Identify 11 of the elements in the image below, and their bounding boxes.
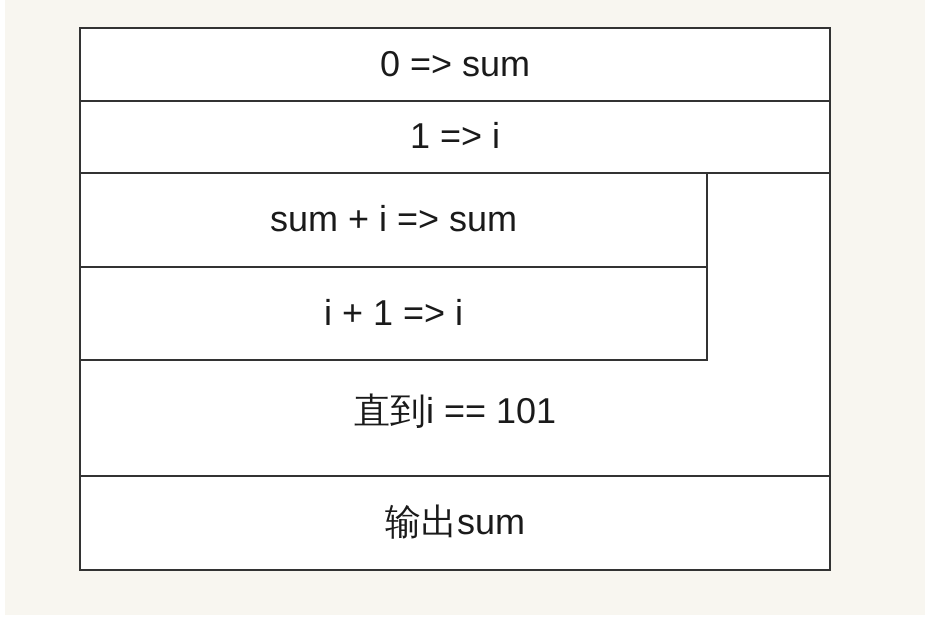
step-text: 0 => sum xyxy=(380,42,530,84)
step-text: sum + i => sum xyxy=(270,198,518,240)
step-text: 1 => i xyxy=(410,115,500,157)
process-box xyxy=(79,100,831,174)
process-box xyxy=(79,266,708,361)
step-text: i + 1 => i xyxy=(324,292,464,334)
step-text: 输出sum xyxy=(384,501,525,543)
loop-block xyxy=(79,172,831,477)
loop-condition: 直到i == 101 xyxy=(354,390,556,432)
process-box xyxy=(79,27,831,102)
process-box xyxy=(79,475,831,571)
